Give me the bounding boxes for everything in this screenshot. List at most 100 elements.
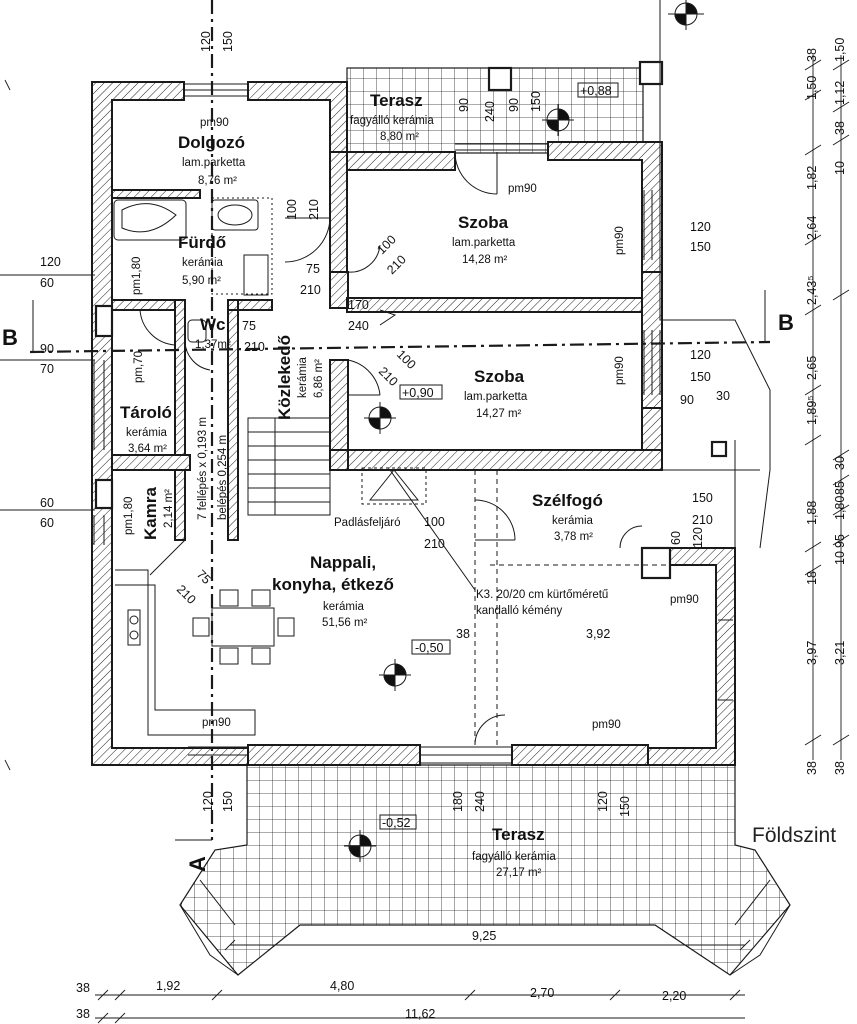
dim-right-150a: 150	[690, 240, 711, 254]
dim-szelfogo-210: 210	[692, 513, 713, 527]
bathroom-fixtures	[113, 197, 273, 343]
terrace-bottom-name: Terasz	[492, 825, 545, 844]
dim-living-38: 38	[456, 627, 470, 641]
right-dim-outer-label: 1,88	[805, 501, 819, 525]
dim-left-70: 70	[40, 362, 54, 376]
section-line-b	[29, 340, 771, 354]
level-terrace: -0,52	[382, 816, 411, 830]
dim-right-90: 90	[680, 393, 694, 407]
dim-left-120: 120	[40, 255, 61, 269]
bottom-dimension-chains	[95, 939, 751, 1024]
right-dim-inner-label: 30	[833, 456, 847, 470]
room-kozlekedo-name: Közlekedő	[275, 335, 294, 420]
dim-top-120: 120	[199, 31, 213, 52]
dim-attic-210: 210	[424, 537, 445, 551]
room-dolgozo-name: Dolgozó	[178, 133, 245, 152]
dim-terr-240: 240	[483, 101, 497, 122]
right-dim-inner-label: 38	[833, 761, 847, 775]
terrace-bottom-area-text: 27,17 m²	[496, 867, 542, 879]
dim-diag-100b: 100	[394, 347, 419, 372]
dim-diag-210c: 210	[174, 582, 199, 607]
right-dim-outer-label: 2,64	[805, 216, 819, 240]
dim-bot-180: 180	[451, 791, 465, 812]
right-dim-inner-label: 3,21	[833, 641, 847, 665]
right-dim-outer-label: 2,65	[805, 356, 819, 380]
room-wc-name: Wc	[200, 315, 226, 334]
attic-access-label: Padlásfeljáró	[334, 517, 400, 529]
room-szelfogo-area: 3,78 m²	[554, 531, 593, 543]
room-kamra-area: 2,14 m²	[163, 489, 175, 528]
dim-diag-210a: 210	[384, 252, 409, 277]
level-mid: +0,90	[402, 386, 434, 400]
dim-right-120b: 120	[690, 348, 711, 362]
room-tarolo-floor: kerámia	[126, 427, 168, 439]
right-dim-outer-label: 2,43⁵	[805, 275, 819, 305]
pm180-furdo: pm1,80	[131, 257, 143, 295]
dim-right-30: 30	[716, 389, 730, 403]
right-dim-inner-label: 1,50	[833, 38, 847, 62]
right-dim-outer-label: 1,89⁵	[805, 395, 819, 425]
dim-bot-240: 240	[473, 791, 487, 812]
dim-top-150: 150	[221, 31, 235, 52]
right-dim-outer-label: 38	[805, 761, 819, 775]
dining-table	[192, 589, 295, 665]
dim-terrace-width: 9,25	[472, 929, 496, 943]
terrace-bottom-area	[179, 764, 791, 976]
dim-door-210a: 210	[300, 283, 321, 297]
stairs-label-b: belépés 0,254 m	[217, 435, 229, 520]
right-dim-outer-label: 1,50	[805, 76, 819, 100]
dim-right-120a: 120	[690, 220, 711, 234]
room-furdo-area: 5,90 m²	[182, 275, 221, 287]
terrace-top-area-text: 8,80 m²	[380, 131, 419, 143]
dim-left-60a: 60	[40, 276, 54, 290]
room-szoba2-name: Szoba	[474, 367, 525, 386]
room-nappali-name1: Nappali,	[310, 553, 376, 572]
terrace-top-name: Terasz	[370, 91, 423, 110]
room-szoba2-floor: lam.parketta	[464, 391, 528, 403]
right-dimension-labels: 381,501,822,642,43⁵2,651,89⁵1,88183,9738…	[805, 38, 847, 775]
staircase	[247, 417, 427, 516]
pm70-tarolo: pm,70	[133, 351, 145, 383]
room-szelfogo-name: Szélfogó	[532, 491, 603, 510]
dim-diag-210b: 210	[376, 364, 401, 389]
windows	[93, 83, 733, 764]
room-furdo-floor: kerámia	[182, 257, 224, 269]
pm90-dolgozo: pm90	[200, 117, 229, 129]
room-nappali-area: 51,56 m²	[322, 617, 368, 629]
dim-row1-d: 2,20	[662, 989, 686, 1003]
pm90-szoba2-window: pm90	[614, 356, 626, 385]
section-b-right: B	[778, 310, 794, 335]
dim-wc-75: 75	[242, 319, 256, 333]
terrace-bottom-floor: fagyálló kerámia	[472, 851, 556, 863]
dim-bot-120b: 120	[596, 791, 610, 812]
room-szoba2-area: 14,27 m²	[476, 408, 522, 420]
right-dim-inner-label: 1,12	[833, 81, 847, 105]
stairs-label: 7 fellépés x 0,193 m	[197, 417, 209, 520]
room-tarolo-name: Tároló	[120, 403, 172, 422]
dim-row2-start: 38	[76, 1007, 90, 1021]
right-dim-inner-label: 10	[833, 551, 847, 565]
terrace-top-floor: fagyálló kerámia	[350, 115, 434, 127]
room-szoba1-name: Szoba	[458, 213, 509, 232]
room-nappali-floor: kerámia	[323, 601, 365, 613]
dim-szelfogo-120: 120	[691, 527, 705, 548]
dim-diag-75: 75	[194, 567, 214, 587]
dim-door-170: 170	[348, 298, 369, 312]
room-kozlekedo-area: 6,86 m²	[313, 359, 325, 398]
room-dolgozo-area: 8,76 m²	[198, 175, 237, 187]
room-dolgozo-floor: lam.parketta	[182, 157, 246, 169]
right-dim-outer-label: 1,82	[805, 166, 819, 190]
dim-bot-120: 120	[201, 791, 215, 812]
dim-szelfogo-150: 150	[692, 491, 713, 505]
room-szelfogo-floor: kerámia	[552, 515, 594, 527]
dim-left-90: 90	[40, 342, 54, 356]
dim-door-75a: 75	[306, 262, 320, 276]
kitchen-counter	[115, 569, 256, 736]
room-tarolo-area: 3,64 m²	[128, 443, 167, 455]
dim-terr-90b: 90	[507, 98, 521, 112]
dim-door-240: 240	[348, 319, 369, 333]
level-living: -0,50	[415, 641, 444, 655]
pm180-kamra: pm1,80	[123, 497, 135, 535]
dim-dolgozo-100: 100	[285, 199, 299, 220]
